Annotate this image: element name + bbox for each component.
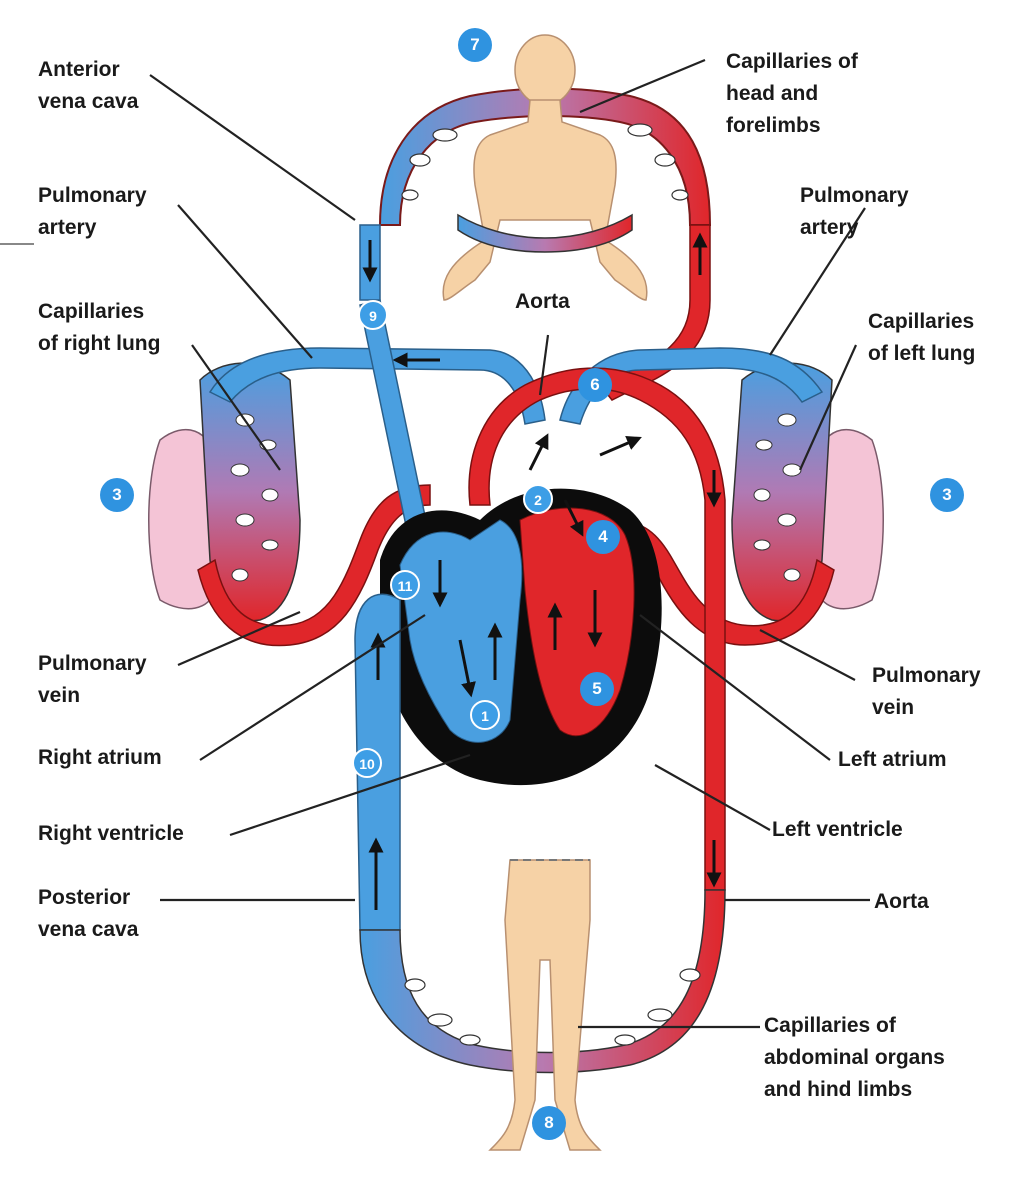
head-capillary-lower-arc <box>457 213 633 253</box>
step-badge-9: 9 <box>358 300 388 330</box>
step-badge-1: 1 <box>470 700 500 730</box>
label-aorta-top: Aorta <box>515 290 570 313</box>
label-left-ventricle: Left ventricle <box>772 818 903 841</box>
step-badge-7: 7 <box>458 28 492 62</box>
leader-lines <box>149 58 870 1029</box>
upper-body-figure <box>442 34 648 301</box>
step-badge-6: 6 <box>578 368 612 402</box>
left-lung <box>731 362 884 622</box>
label-right-ventricle: Right ventricle <box>38 822 184 845</box>
label-aorta-bottom: Aorta <box>874 890 929 913</box>
pulmonary-artery-left <box>559 347 824 425</box>
step-badge-2: 2 <box>523 484 553 514</box>
step-badge-8: 8 <box>532 1106 566 1140</box>
pulmonary-artery-right <box>208 347 546 425</box>
step-badge-3-left: 3 <box>100 478 134 512</box>
step-badge-3-right: 3 <box>930 478 964 512</box>
right-lung <box>148 362 301 622</box>
label-left-atrium: Left atrium <box>838 748 947 771</box>
pulmonary-vein-right <box>197 484 431 647</box>
right-heart-chambers <box>399 519 523 743</box>
lower-body-figure <box>488 859 602 1151</box>
aortic-arch <box>468 367 726 891</box>
step-badge-5: 5 <box>580 672 614 706</box>
label-right-atrium: Right atrium <box>38 746 162 769</box>
side-rule <box>0 243 34 245</box>
pulmonary-artery-left-arrow <box>599 436 642 457</box>
step-badge-11: 11 <box>390 570 420 600</box>
step-badge-10: 10 <box>352 748 382 778</box>
abdominal-capillary-bed <box>359 889 726 1074</box>
step-badge-4: 4 <box>586 520 620 554</box>
